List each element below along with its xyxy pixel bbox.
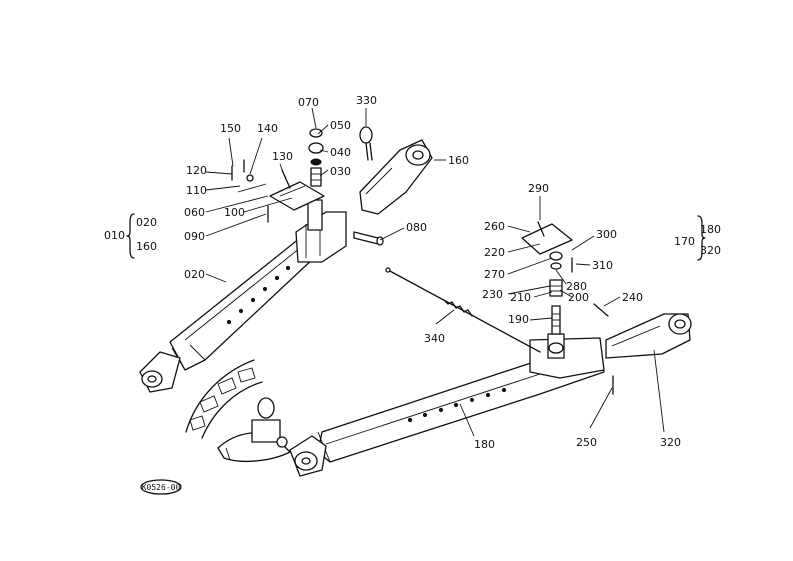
label-140: 140 — [257, 122, 278, 135]
label-200: 200 — [568, 291, 589, 304]
left-lift-bracket-160 — [359, 139, 433, 215]
label-060: 060 — [184, 206, 205, 219]
group-left-member-020: 020 — [136, 216, 157, 229]
label-120: 120 — [186, 164, 207, 177]
label-040: 040 — [330, 146, 351, 159]
label-090: 090 — [184, 230, 205, 243]
label-110: 110 — [186, 184, 207, 197]
pin-330 — [359, 126, 373, 161]
label-250: 250 — [576, 436, 597, 449]
reference-code-badge: K0526-00 — [140, 479, 182, 495]
label-320-bracket: 320 — [660, 436, 681, 449]
right-lower-link-arm — [289, 333, 605, 477]
group-bracket-right — [697, 215, 706, 261]
left-hardware-stack — [308, 128, 324, 187]
label-030: 030 — [330, 165, 351, 178]
group-right-parent-170: 170 — [674, 235, 695, 248]
label-290: 290 — [528, 182, 549, 195]
adjustment-holes — [226, 265, 291, 325]
check-chain-340 — [385, 267, 541, 353]
label-240: 240 — [622, 291, 643, 304]
right-hardware-stack — [521, 221, 614, 395]
adjustment-holes-right — [407, 387, 507, 423]
label-150: 150 — [220, 122, 241, 135]
label-270: 270 — [484, 268, 505, 281]
label-300: 300 — [596, 228, 617, 241]
group-left-parent-010: 010 — [104, 229, 125, 242]
label-310: 310 — [592, 259, 613, 272]
label-100: 100 — [224, 206, 245, 219]
label-050: 050 — [330, 119, 351, 132]
leader-lines — [205, 107, 665, 437]
right-lift-bracket-320 — [605, 313, 692, 359]
reference-code: K0526-00 — [142, 483, 181, 492]
part-number-labels: 070 050 040 030 330 160 080 150 140 130 … — [104, 94, 721, 451]
label-190: 190 — [508, 313, 529, 326]
group-left-member-160: 160 — [136, 240, 157, 253]
label-020-arm: 020 — [184, 268, 205, 281]
label-070: 070 — [298, 96, 319, 109]
label-220: 220 — [484, 246, 505, 259]
label-180-arm: 180 — [474, 438, 495, 451]
label-340: 340 — [424, 332, 445, 345]
group-bracket-left — [126, 213, 135, 259]
group-right-member-180: 180 — [700, 223, 721, 236]
label-280: 280 — [566, 280, 587, 293]
pin-080 — [353, 231, 384, 246]
label-210: 210 — [510, 291, 531, 304]
label-230: 230 — [482, 288, 503, 301]
tractor-rear-housing — [185, 359, 291, 462]
label-080: 080 — [406, 221, 427, 234]
label-160-left: 160 — [448, 154, 469, 167]
label-130: 130 — [272, 150, 293, 163]
group-right-member-320: 320 — [700, 244, 721, 257]
label-260: 260 — [484, 220, 505, 233]
label-330: 330 — [356, 94, 377, 107]
